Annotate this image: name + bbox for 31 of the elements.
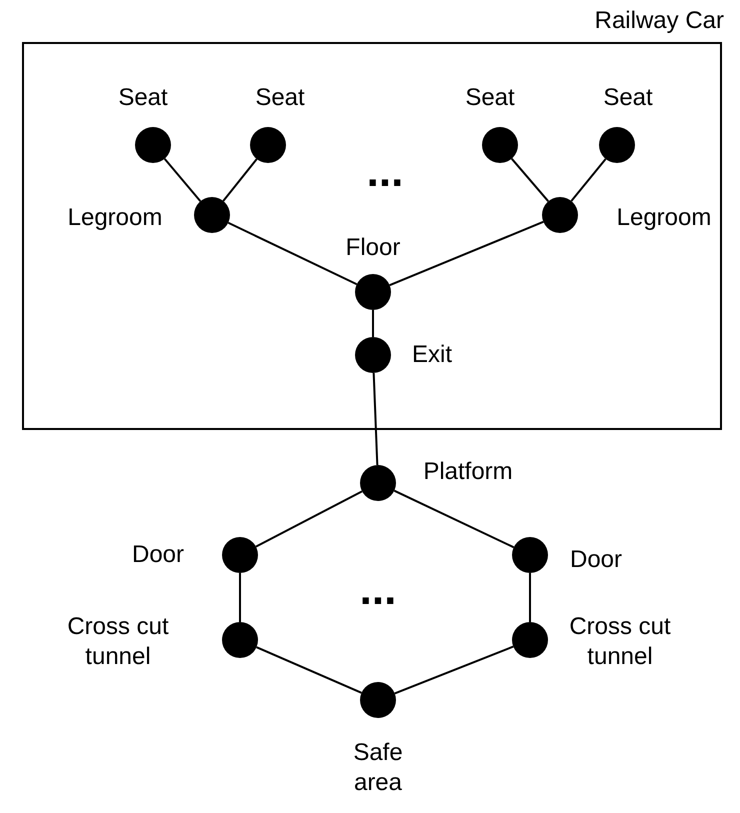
- node-label: Cross cut tunnel: [568, 612, 672, 672]
- connector-line: [239, 573, 241, 622]
- connector-line: [256, 646, 362, 694]
- node-label: Seat: [464, 83, 516, 113]
- ellipsis-text: ...: [358, 570, 398, 610]
- connector-line: [389, 220, 544, 286]
- node-label: Door: [568, 545, 624, 575]
- connector-line: [529, 573, 531, 622]
- node-label: Platform: [422, 457, 514, 487]
- node-label: Door: [130, 540, 186, 570]
- frame-heading: Railway Car: [594, 6, 724, 36]
- node-label: Seat: [117, 83, 169, 113]
- node-label: Legroom: [616, 203, 712, 233]
- connector-line: [228, 222, 358, 286]
- connector-line: [394, 646, 514, 694]
- node-label: Safe area: [352, 738, 404, 798]
- node-label: Floor: [344, 233, 402, 263]
- connector-line: [256, 490, 362, 548]
- node-label: Legroom: [66, 203, 164, 233]
- node-label: Cross cut tunnel: [66, 612, 170, 672]
- connector-line: [222, 158, 258, 202]
- ellipsis-text: ...: [366, 152, 404, 192]
- connector-line: [372, 310, 374, 337]
- connector-line: [570, 158, 606, 202]
- connector-line: [164, 158, 202, 202]
- connector-line: [394, 490, 514, 548]
- node-label: Seat: [602, 83, 654, 113]
- node-label: Exit: [410, 340, 453, 370]
- connector-line: [510, 158, 550, 202]
- node-label: Seat: [254, 83, 306, 113]
- connector-line: [372, 372, 378, 466]
